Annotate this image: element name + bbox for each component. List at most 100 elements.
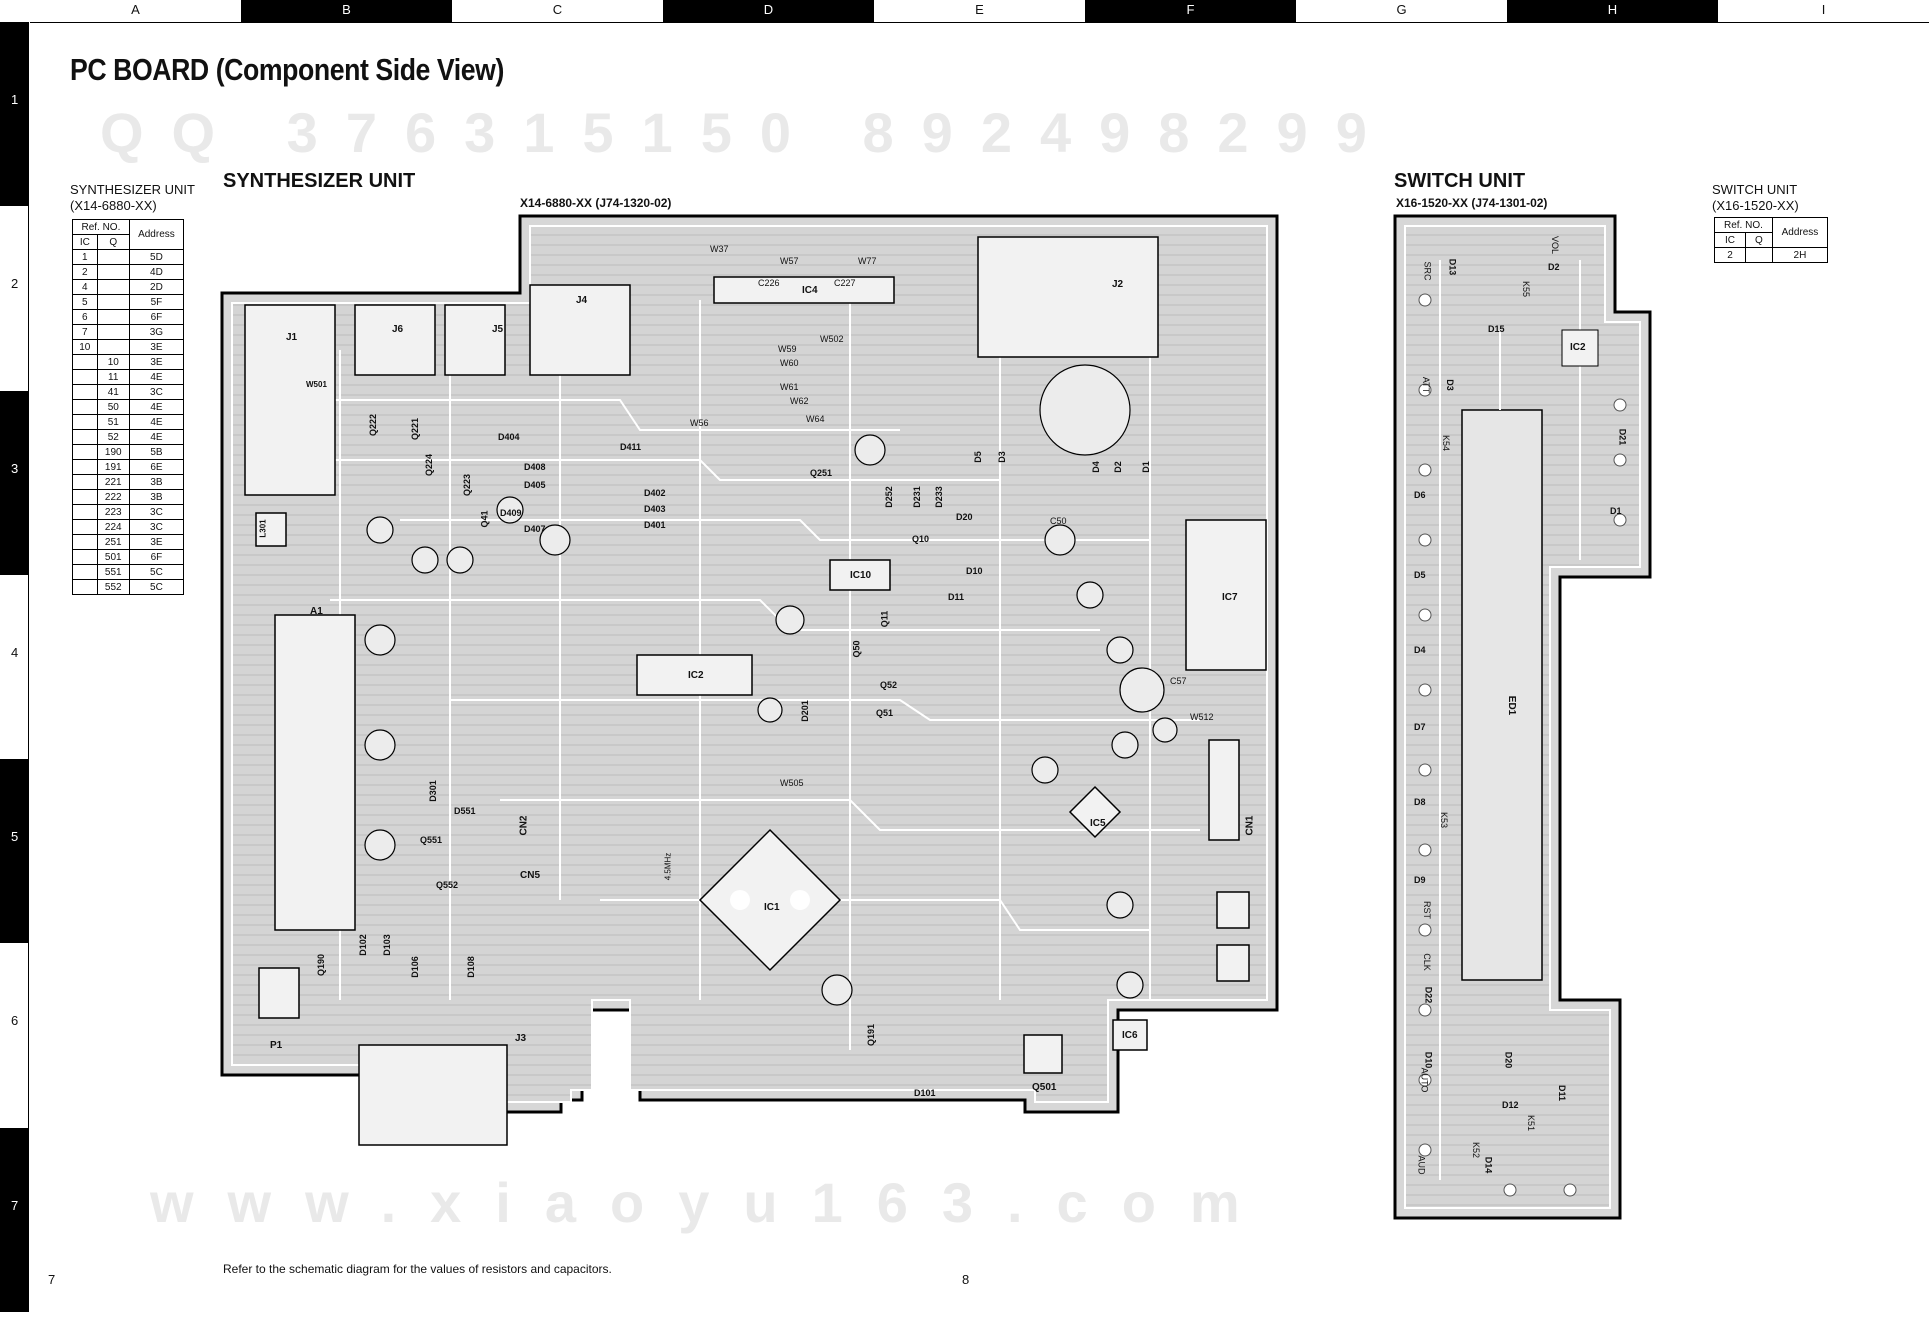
label-k55: K55 — [1521, 280, 1532, 298]
label-clk: CLK — [1421, 953, 1432, 971]
synth-ref-caption: SYNTHESIZER UNIT (X14-6880-XX) — [70, 182, 195, 214]
row-label-cell: 7 — [0, 1127, 28, 1312]
column-label: F — [1085, 0, 1296, 22]
label-w512: W512 — [1190, 712, 1214, 722]
label-d408: D408 — [524, 462, 546, 472]
synth-board-part-number: X14-6880-XX (J74-1320-02) — [520, 196, 672, 210]
label-d403: D403 — [644, 504, 666, 514]
connector-cn1 — [1208, 739, 1240, 841]
switch-ref-caption-line2: (X16-1520-XX) — [1712, 198, 1799, 213]
label-d11: D11 — [948, 592, 965, 602]
label-cn5: CN5 — [520, 870, 541, 881]
trim-vr2 — [1216, 891, 1250, 929]
label-w37: W37 — [710, 244, 729, 254]
label-j6: J6 — [392, 324, 404, 335]
column-label: D — [663, 0, 874, 22]
address-cell: 5F — [128, 294, 185, 310]
row-label-cell: 6 — [0, 943, 28, 1127]
q-cell: 552 — [96, 579, 130, 595]
capacitor-c401 — [496, 496, 524, 524]
row-label: 3 — [11, 460, 19, 476]
switch-board-part-number: X16-1520-XX (J74-1301-02) — [1396, 196, 1548, 210]
label-d401: D401 — [644, 520, 666, 530]
capacitor-c309 — [364, 829, 396, 861]
ic7-package — [1185, 519, 1267, 671]
address-cell: 4E — [128, 399, 185, 415]
row-label: 2 — [11, 276, 19, 292]
label-w61: W61 — [780, 382, 799, 392]
label-q52: Q52 — [880, 680, 898, 690]
connector-j5 — [444, 304, 506, 376]
label-d11-switch: D11 — [1557, 1084, 1568, 1102]
ic10-package — [829, 559, 891, 591]
label-w502: W502 — [820, 334, 844, 344]
label-w60: W60 — [780, 358, 799, 368]
label-ic10: IC10 — [850, 570, 872, 581]
ic1-package — [698, 828, 842, 972]
capacitor-c201 — [775, 605, 805, 635]
synth-board-title: SYNTHESIZER UNIT — [223, 170, 416, 192]
label-d409: D409 — [500, 508, 522, 518]
label-d14-switch: D14 — [1483, 1156, 1494, 1174]
label-aud: AUD — [1416, 1155, 1427, 1175]
connector-j1 — [244, 304, 336, 496]
label-w56: W56 — [690, 418, 709, 428]
label-d3-switch: D3 — [1444, 379, 1455, 391]
footer-note: Refer to the schematic diagram for the v… — [223, 1262, 612, 1276]
ic5-package — [1068, 785, 1122, 839]
label-a1: A1 — [310, 606, 323, 617]
label-j2: J2 — [1112, 279, 1124, 290]
label-ic4: IC4 — [802, 285, 818, 296]
label-w505: W505 — [780, 778, 804, 788]
label-vol: VOL — [1550, 235, 1561, 255]
label-j3: J3 — [515, 1033, 527, 1044]
display-ed1 — [1461, 409, 1543, 981]
ic6-package — [1112, 1019, 1148, 1051]
label-d402: D402 — [644, 488, 666, 498]
capacitor-c57 — [1119, 667, 1165, 713]
label-d10-switch: D10 — [1423, 1051, 1434, 1069]
label-d21: D21 — [1617, 428, 1628, 446]
capacitor-c50 — [1044, 524, 1076, 556]
capacitor-c517 — [1106, 891, 1134, 919]
transistor-q501 — [1023, 1034, 1063, 1074]
label-c226: C226 — [758, 278, 780, 288]
label-d8-switch: D8 — [1414, 797, 1426, 807]
label-src: SRC — [1422, 261, 1433, 281]
row-label: 6 — [11, 1013, 19, 1029]
row-label: 5 — [11, 829, 19, 845]
column-grid-ruler: A B C D E F G H I — [30, 0, 1929, 23]
label-w64: W64 — [806, 414, 825, 424]
capacitor-c256 — [854, 434, 886, 466]
label-d9-switch: D9 — [1414, 875, 1426, 885]
label-q501: Q501 — [1032, 1082, 1057, 1093]
capacitor-c224 — [411, 546, 439, 574]
row-label-cell: 4 — [0, 575, 28, 759]
label-d22: D22 — [1423, 986, 1434, 1004]
switch-board-title: SWITCH UNIT — [1394, 170, 1526, 192]
label-w57: W57 — [780, 256, 799, 266]
trim-vr1 — [1216, 944, 1250, 982]
row-label: 4 — [11, 644, 19, 660]
label-c227: C227 — [834, 278, 856, 288]
label-rst: RST — [1422, 901, 1432, 919]
capacitor-c54 — [1076, 581, 1104, 609]
row-label: 1 — [11, 92, 19, 107]
label-q10: Q10 — [912, 534, 930, 544]
capacitor-c518 — [1031, 756, 1059, 784]
watermark-top: QQ 376315150 892498299 — [100, 101, 1395, 164]
capacitor-c223 — [446, 546, 474, 574]
label-d101: D101 — [914, 1088, 936, 1098]
label-q251: Q251 — [810, 468, 833, 478]
connector-j2 — [977, 236, 1159, 358]
label-j1: J1 — [286, 332, 298, 343]
